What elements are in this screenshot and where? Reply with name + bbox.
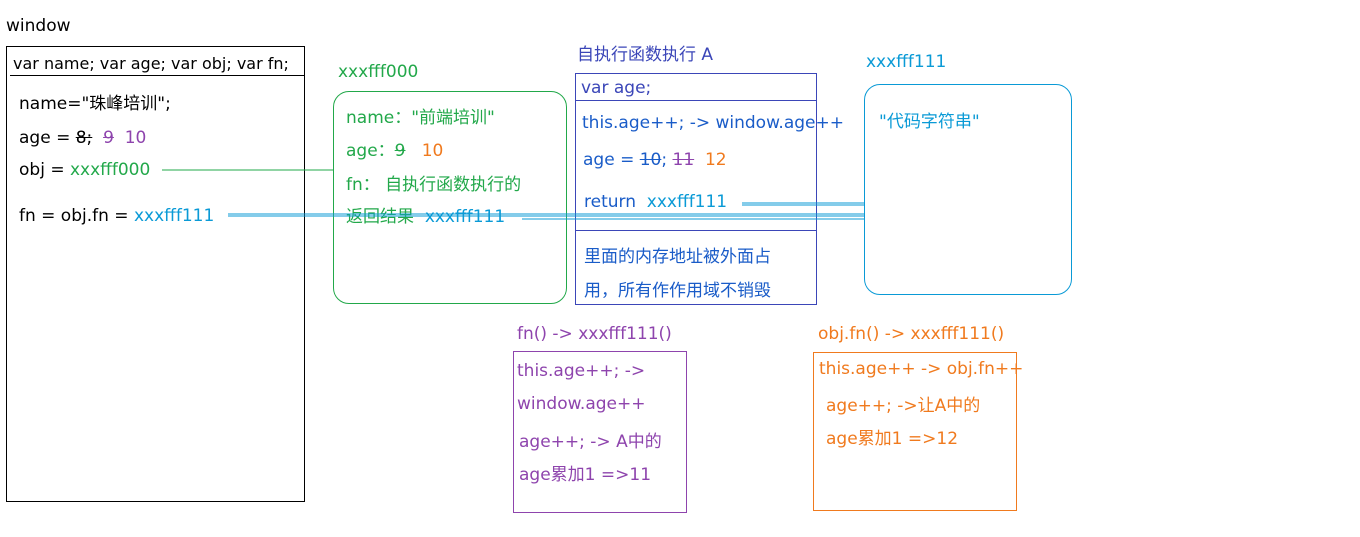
scope-a-return-value: xxxfff111 <box>646 192 728 212</box>
call-fn-line-2: window.age++ <box>517 394 646 414</box>
obj-age-value-2: 10 <box>421 141 444 161</box>
scope-a-age-line: age = 10; 11 12 <box>583 149 727 171</box>
scope-a-divider <box>575 100 817 101</box>
scope-a-title: 自执行函数执行 A <box>577 45 714 65</box>
fn-heap-box <box>864 84 1072 295</box>
scope-a-age-value-2: 11 <box>672 150 695 170</box>
scope-a-note-line-1: 里面的内存地址被外面占 <box>584 247 771 267</box>
obj-name-line: name："前端培训" <box>346 108 495 128</box>
call-fn-line-3: age++; -> A中的 <box>519 432 662 452</box>
window-age-value-1: 8; <box>75 128 93 148</box>
obj-fn-line-2: 返回结果 xxxfff111 <box>346 206 505 228</box>
window-obj-line: obj = xxxfff000 <box>19 159 150 181</box>
scope-a-age-prefix: age = <box>583 150 640 170</box>
call-fn-line-1: this.age++; -> <box>517 361 646 381</box>
scope-a-box <box>575 73 817 305</box>
call-obj-fn-line-1: this.age++ -> obj.fn++ <box>819 359 1024 379</box>
obj-heap-address: xxxfff000 <box>338 62 419 82</box>
scope-a-this-line: this.age++; -> window.age++ <box>582 113 844 133</box>
window-declarations: var name; var age; var obj; var fn; <box>13 54 289 73</box>
call-obj-fn-line-3: age累加1 =>12 <box>826 429 959 449</box>
scope-a-return-line: return xxxfff111 <box>584 191 727 213</box>
scope-a-age-separator: ; <box>661 150 668 170</box>
call-fn-box <box>513 351 687 513</box>
call-fn-line-4: age累加1 =>11 <box>519 465 652 485</box>
window-fn-prefix: fn = obj.fn = <box>19 206 134 226</box>
obj-heap-box <box>333 91 567 304</box>
obj-age-prefix: age： <box>346 141 395 161</box>
call-obj-fn-box <box>813 352 1017 511</box>
window-age-value-3: 10 <box>124 128 147 148</box>
scope-a-declaration: var age; <box>581 78 652 98</box>
window-obj-value: xxxfff000 <box>69 160 151 180</box>
fn-heap-content: "代码字符串" <box>879 112 980 132</box>
window-obj-prefix: obj = <box>19 160 70 180</box>
fn-heap-address: xxxfff111 <box>866 52 947 72</box>
window-fn-line: fn = obj.fn = xxxfff111 <box>19 205 214 227</box>
scope-a-return-keyword: return <box>584 192 636 212</box>
window-name-line: name="珠峰培训"; <box>19 94 171 114</box>
call-obj-fn-line-2: age++; ->让A中的 <box>826 396 981 416</box>
scope-a-age-value-3: 12 <box>704 150 727 170</box>
obj-fn-value: xxxfff111 <box>424 207 506 227</box>
obj-fn-line-1: fn： 自执行函数执行的 <box>346 175 522 195</box>
obj-age-line: age：9 10 <box>346 140 443 162</box>
scope-a-note-divider <box>575 230 817 231</box>
window-age-value-2: 9 <box>103 128 114 148</box>
window-age-prefix: age = <box>19 128 76 148</box>
call-fn-title: fn() -> xxxfff111() <box>517 324 672 344</box>
scope-a-note-line-2: 用，所有作作用域不销毁 <box>584 281 771 301</box>
obj-fn-result-label: 返回结果 <box>346 207 414 227</box>
window-title: window <box>6 16 71 36</box>
window-age-line: age = 8; 9 10 <box>19 127 146 149</box>
window-scope-box <box>6 46 305 502</box>
call-obj-fn-title: obj.fn() -> xxxfff111() <box>818 324 1005 344</box>
window-fn-value: xxxfff111 <box>133 206 215 226</box>
window-divider <box>10 75 305 76</box>
scope-a-age-value-1: 10 <box>639 150 662 170</box>
obj-age-value-1: 9 <box>394 141 406 161</box>
